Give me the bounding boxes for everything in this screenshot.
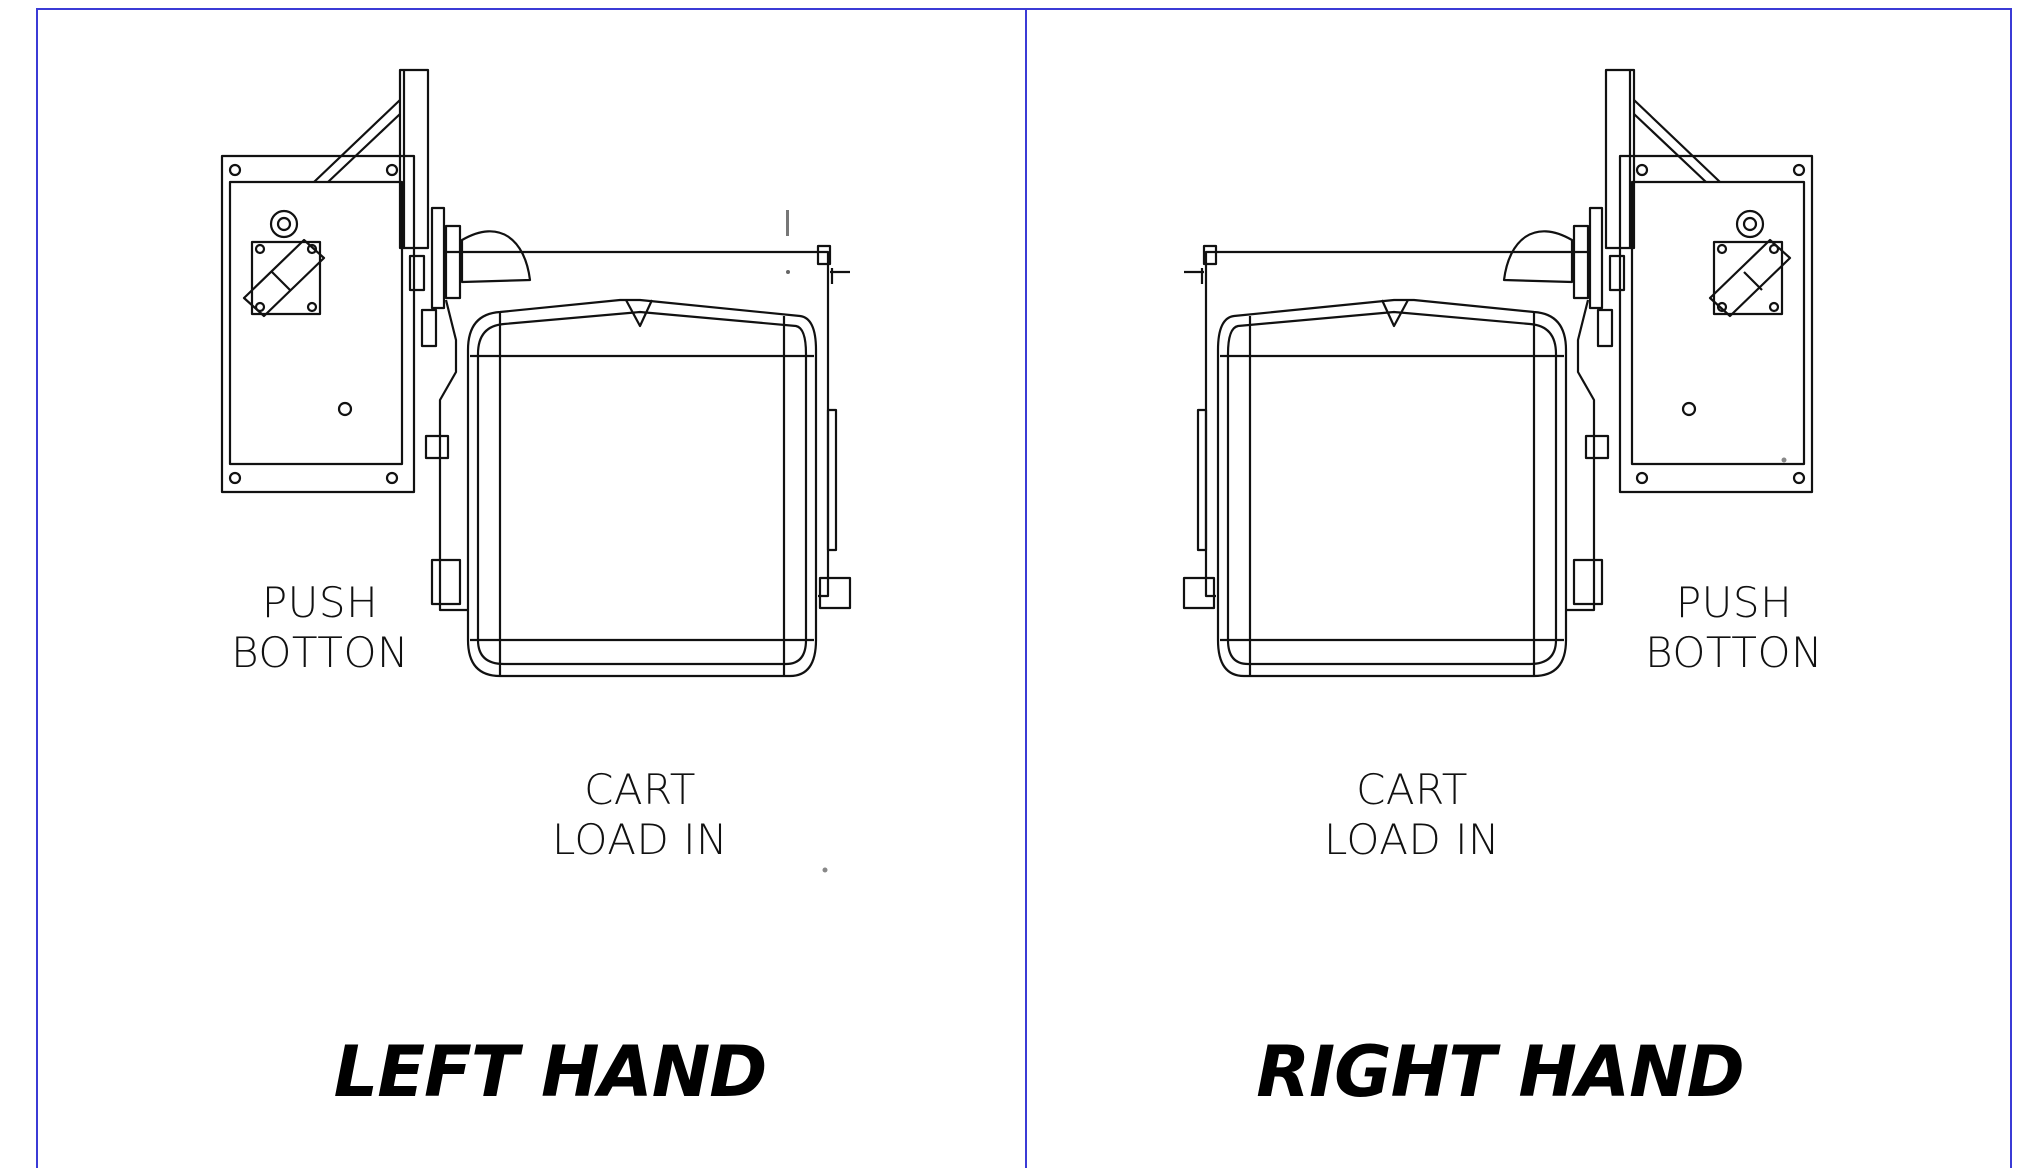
right-push-button-label: PUSH BOTTON xyxy=(1634,578,1834,678)
mounting-hole-icon xyxy=(1792,471,1806,485)
right-hand-panel xyxy=(1025,8,2012,1168)
mounting-hole-icon xyxy=(1635,471,1649,485)
mounting-hole-icon xyxy=(1681,401,1697,417)
label-line: BOTTON xyxy=(1645,628,1823,677)
label-line: BOTTON xyxy=(231,628,409,677)
left-cart-load-in-label: CART LOAD IN xyxy=(530,765,750,865)
right-hand-title: RIGHT HAND xyxy=(1240,1032,1760,1112)
label-line: PUSH xyxy=(261,578,379,627)
mounting-hole-icon xyxy=(337,401,353,417)
mounting-hole-icon xyxy=(385,163,399,177)
mounting-hole-icon xyxy=(385,471,399,485)
gusset xyxy=(1633,99,1721,183)
label-line: PUSH xyxy=(1675,578,1793,627)
hook-arm xyxy=(460,230,532,284)
mounting-hole-icon xyxy=(1792,163,1806,177)
cart-bin xyxy=(466,298,818,678)
mounting-hole-icon xyxy=(228,163,242,177)
push-button-icon xyxy=(1735,209,1765,239)
push-button-icon xyxy=(269,209,299,239)
hook-arm xyxy=(1502,230,1574,284)
switch-icon xyxy=(242,238,326,318)
left-hand-machine xyxy=(220,68,852,873)
control-box-plate xyxy=(220,154,416,494)
mounting-hole-icon xyxy=(228,471,242,485)
title-text: RIGHT HAND xyxy=(1256,1031,1745,1113)
top-bracket xyxy=(1588,206,1604,310)
control-box-body xyxy=(1630,180,1806,466)
label-line: LOAD IN xyxy=(1324,815,1500,864)
vertical-post xyxy=(1604,68,1636,250)
left-hand-title: LEFT HAND xyxy=(300,1032,800,1112)
label-line: LOAD IN xyxy=(552,815,728,864)
gusset xyxy=(313,99,401,183)
cart-bin xyxy=(1216,298,1568,678)
left-hand-panel xyxy=(36,8,1027,1168)
title-text: LEFT HAND xyxy=(333,1031,768,1113)
vertical-post xyxy=(398,68,430,250)
control-box-plate xyxy=(1618,154,1814,494)
switch-icon xyxy=(1708,238,1792,318)
right-cart-load-in-label: CART LOAD IN xyxy=(1302,765,1522,865)
label-line: CART xyxy=(584,765,696,814)
left-push-button-label: PUSH BOTTON xyxy=(220,578,420,678)
right-hand-machine xyxy=(1182,68,1814,678)
mounting-hole-icon xyxy=(1635,163,1649,177)
label-line: CART xyxy=(1356,765,1468,814)
top-bracket xyxy=(430,206,446,310)
control-box-body xyxy=(228,180,404,466)
